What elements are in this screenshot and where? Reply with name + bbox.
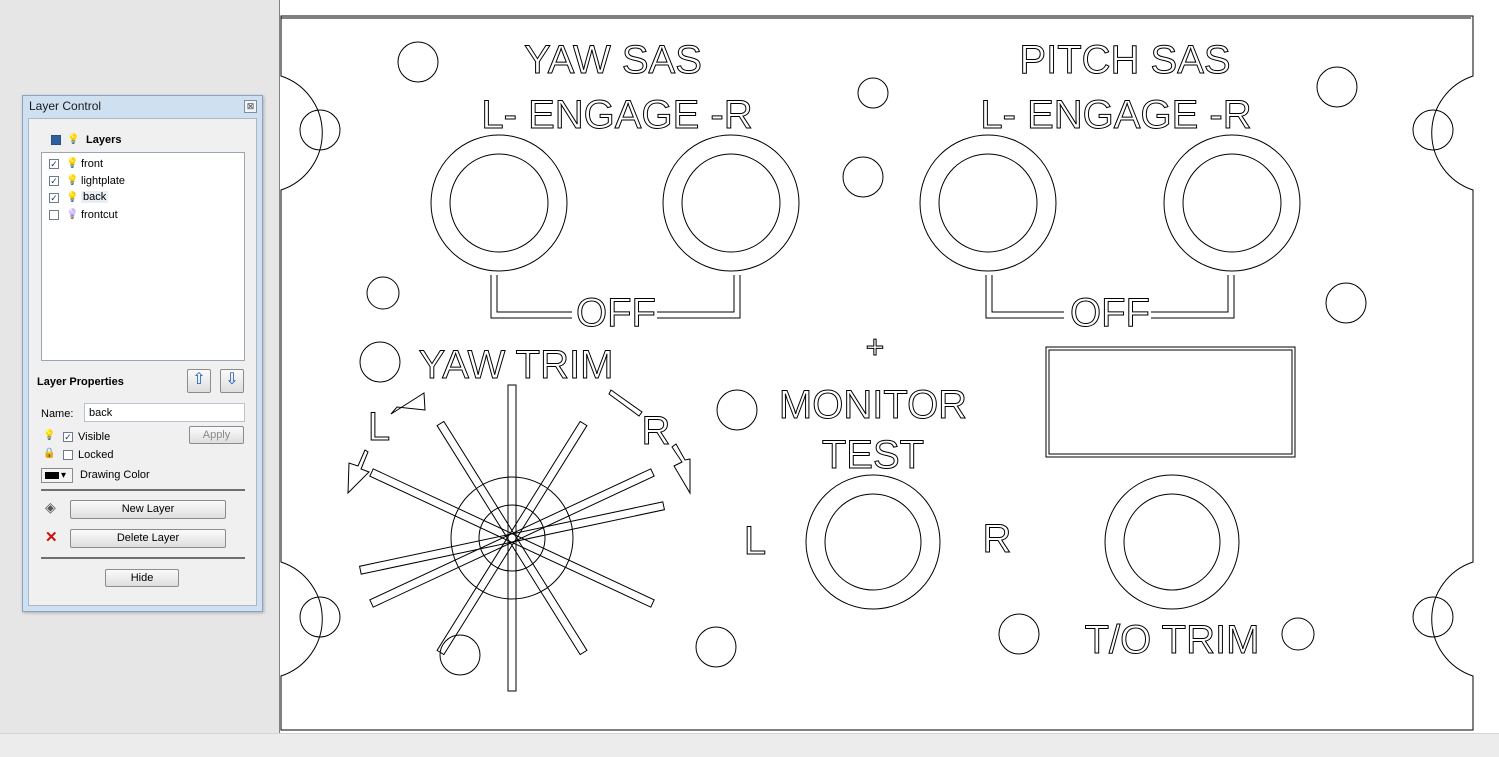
screw-hole <box>842 156 884 198</box>
name-label: Name: <box>41 408 74 420</box>
layer-name: frontcut <box>81 209 118 221</box>
drawing-canvas[interactable] <box>279 0 1499 756</box>
pitch-engage-left-switch[interactable] <box>919 134 1057 272</box>
layer-visible-checkbox[interactable] <box>49 210 59 220</box>
properties-header: Layer Properties <box>37 376 124 388</box>
list-item[interactable]: ✓ 💡 lightplate <box>46 173 236 189</box>
label-yaw-trim: YAW TRIM <box>419 343 614 387</box>
panel-body: 💡 Layers ✓ 💡 front ✓ 💡 lightplate ✓ 💡 ba… <box>28 118 257 606</box>
chevron-down-icon: ▾ <box>61 470 67 481</box>
off-bracket-left <box>490 275 572 319</box>
visible-checkbox[interactable]: ✓ <box>63 432 73 442</box>
trim-tick-right <box>608 389 643 417</box>
screw-hole <box>366 276 400 310</box>
arrow-right-icon <box>671 443 691 495</box>
locked-label: Locked <box>78 449 114 461</box>
divider <box>41 557 245 559</box>
close-icon[interactable]: ⊠ <box>244 100 257 113</box>
yaw-trim-knob[interactable] <box>358 384 666 692</box>
list-item[interactable]: 💡 frontcut <box>46 207 236 223</box>
drawing-color-label: Drawing Color <box>80 469 150 481</box>
bulb-icon: 💡 <box>66 158 79 169</box>
mount-hole <box>299 596 341 638</box>
label-test: TEST <box>822 433 924 477</box>
bulb-icon: 💡 <box>67 134 80 145</box>
layers-header: Layers <box>86 134 122 146</box>
move-layer-up-button[interactable]: ⇧ <box>187 369 211 393</box>
mount-hole <box>1412 109 1454 151</box>
off-bracket-right <box>985 275 1064 319</box>
label-off-yaw: OFF <box>576 291 656 335</box>
screw-hole <box>857 77 889 109</box>
layer-visible-checkbox[interactable]: ✓ <box>49 159 59 169</box>
display-window <box>1045 346 1296 458</box>
panel-outline <box>280 15 1474 731</box>
apply-button[interactable]: Apply <box>189 426 244 444</box>
delete-layer-icon: ✕ <box>45 529 58 546</box>
screw-hole <box>397 41 439 83</box>
bulb-icon: 💡 <box>43 430 56 441</box>
list-item[interactable]: ✓ 💡 front <box>46 156 236 172</box>
layers-master-checkbox[interactable] <box>51 135 61 145</box>
layer-visible-checkbox[interactable]: ✓ <box>49 176 59 186</box>
layer-name: lightplate <box>81 175 126 187</box>
display-window-inner <box>1048 349 1293 455</box>
delete-layer-button[interactable]: Delete Layer <box>70 529 226 548</box>
label-trim-r: R <box>642 409 671 453</box>
monitor-test-knob[interactable] <box>805 474 941 610</box>
pitch-engage-right-switch[interactable] <box>1163 134 1301 272</box>
new-layer-icon: ◈ <box>45 499 56 515</box>
screw-hole <box>998 613 1040 655</box>
panel-title: Layer Control <box>29 99 102 113</box>
mount-hole <box>1412 596 1454 638</box>
list-item[interactable]: ✓ 💡 back <box>46 190 236 206</box>
layer-name: back <box>81 191 109 203</box>
label-trim-l: L <box>368 405 390 449</box>
visible-label: Visible <box>78 431 111 443</box>
new-layer-button[interactable]: New Layer <box>70 500 226 519</box>
hide-button[interactable]: Hide <box>105 569 179 587</box>
off-bracket-right <box>1151 275 1235 319</box>
label-plus: + <box>866 329 885 365</box>
bulb-icon: 💡 <box>66 192 79 203</box>
label-to-trim: T/O TRIM <box>1085 618 1260 662</box>
off-bracket-left <box>657 275 741 319</box>
to-trim-knob[interactable] <box>1104 474 1240 610</box>
label-off-pitch: OFF <box>1070 291 1150 335</box>
layer-control-panel: Layer Control ⊠ 💡 Layers ✓ 💡 front ✓ 💡 l… <box>22 95 263 612</box>
label-monitor-l: L <box>744 519 766 563</box>
layer-name: front <box>81 158 104 170</box>
screw-hole <box>439 634 481 676</box>
screw-hole <box>716 389 758 431</box>
trim-tick-left <box>390 392 426 415</box>
screw-hole <box>359 341 401 383</box>
screw-hole <box>1316 66 1358 108</box>
lock-icon: 🔒 <box>43 448 56 459</box>
color-swatch <box>45 472 59 479</box>
layer-visible-checkbox[interactable]: ✓ <box>49 193 59 203</box>
bulb-icon: 💡 <box>66 175 79 186</box>
bulb-icon: 💡 <box>66 209 79 220</box>
move-layer-down-button[interactable]: ⇩ <box>220 369 244 393</box>
label-yaw-sas: YAW SAS <box>524 38 702 82</box>
drawing-color-dropdown[interactable]: ▾ <box>41 468 73 483</box>
panel-drawing[interactable]: YAW SAS PITCH SAS L- ENGAGE -R L- ENGAGE… <box>279 0 1499 756</box>
screw-hole <box>1281 617 1315 651</box>
label-engage-pitch: L- ENGAGE -R <box>980 93 1251 137</box>
screw-hole <box>695 626 737 668</box>
label-monitor-r: R <box>983 517 1012 561</box>
yaw-engage-left-switch[interactable] <box>430 134 568 272</box>
mount-hole <box>299 109 341 151</box>
locked-checkbox[interactable] <box>63 450 73 460</box>
status-strip <box>0 733 1499 757</box>
label-engage-yaw: L- ENGAGE -R <box>481 93 752 137</box>
arrow-left-icon <box>347 449 370 495</box>
yaw-engage-right-switch[interactable] <box>662 134 800 272</box>
label-pitch-sas: PITCH SAS <box>1019 38 1230 82</box>
screw-hole <box>1325 282 1367 324</box>
layer-name-input[interactable] <box>84 403 245 422</box>
divider <box>41 489 245 491</box>
label-monitor: MONITOR <box>779 383 967 427</box>
layers-list[interactable]: ✓ 💡 front ✓ 💡 lightplate ✓ 💡 back 💡 fron… <box>41 152 245 361</box>
